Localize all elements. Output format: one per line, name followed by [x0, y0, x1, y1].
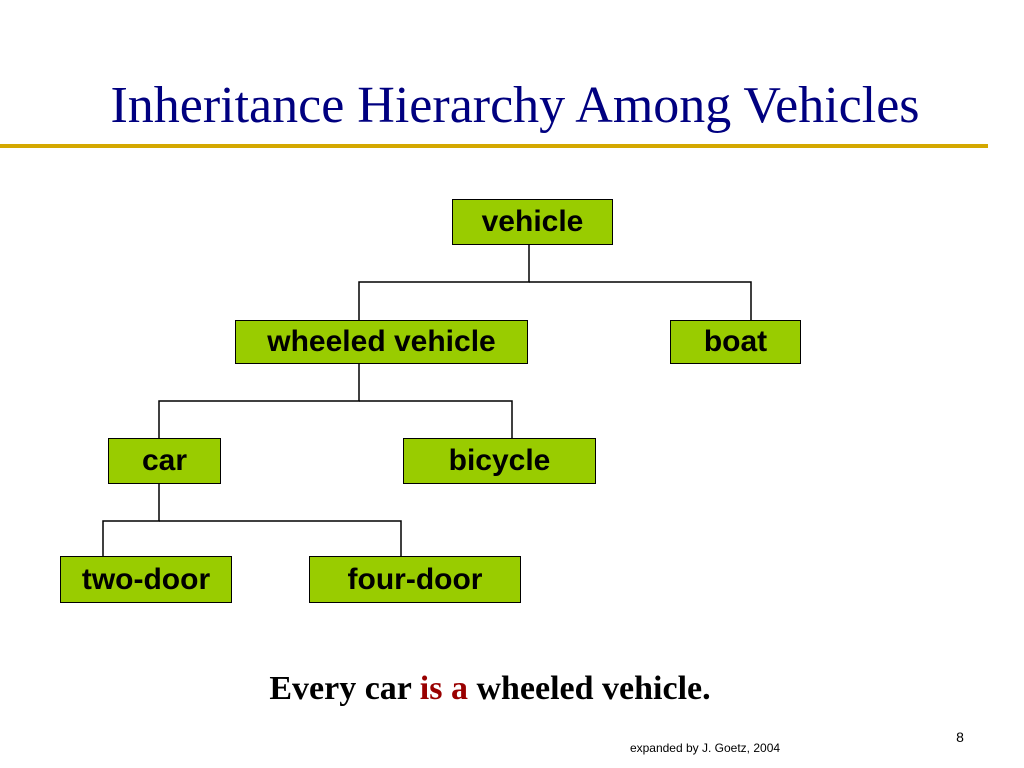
- title-underline: [0, 144, 988, 148]
- node-label: two-door: [81, 562, 211, 596]
- node-label: bicycle: [448, 444, 551, 477]
- caption-tail-text: wheeled vehicle.: [467, 670, 711, 707]
- node-two-door: two-door: [60, 556, 232, 603]
- is-a-caption: Every car is a wheeled vehicle.: [0, 667, 980, 711]
- node-car: car: [108, 438, 221, 484]
- node-bicycle: bicycle: [403, 438, 596, 484]
- node-label: car: [141, 444, 188, 477]
- caption-lead-text: Every car: [269, 670, 420, 707]
- node-vehicle: vehicle: [452, 199, 613, 245]
- node-boat: boat: [670, 320, 801, 364]
- connector-car-four-door: [159, 520, 402, 556]
- node-wheeled-vehicle: wheeled vehicle: [235, 320, 528, 364]
- connector-vehicle-boat: [529, 281, 752, 320]
- node-label: four-door: [347, 562, 483, 596]
- connector-vehicle-wheeled-vehicle: [358, 245, 530, 320]
- node-label: boat: [703, 325, 768, 358]
- node-label: vehicle: [481, 205, 584, 238]
- slide-title: Inheritance Hierarchy Among Vehicles: [110, 77, 920, 134]
- node-four-door: four-door: [309, 556, 521, 603]
- caption-emphasis: is a: [419, 670, 468, 707]
- node-label: wheeled vehicle: [267, 325, 496, 358]
- connector-car-two-door: [102, 484, 160, 556]
- connector-wheeled-vehicle-bicycle: [359, 400, 513, 438]
- slide-number: 8: [956, 729, 964, 745]
- connector-wheeled-vehicle-car: [158, 364, 360, 438]
- author-credit: expanded by J. Goetz, 2004: [629, 741, 781, 755]
